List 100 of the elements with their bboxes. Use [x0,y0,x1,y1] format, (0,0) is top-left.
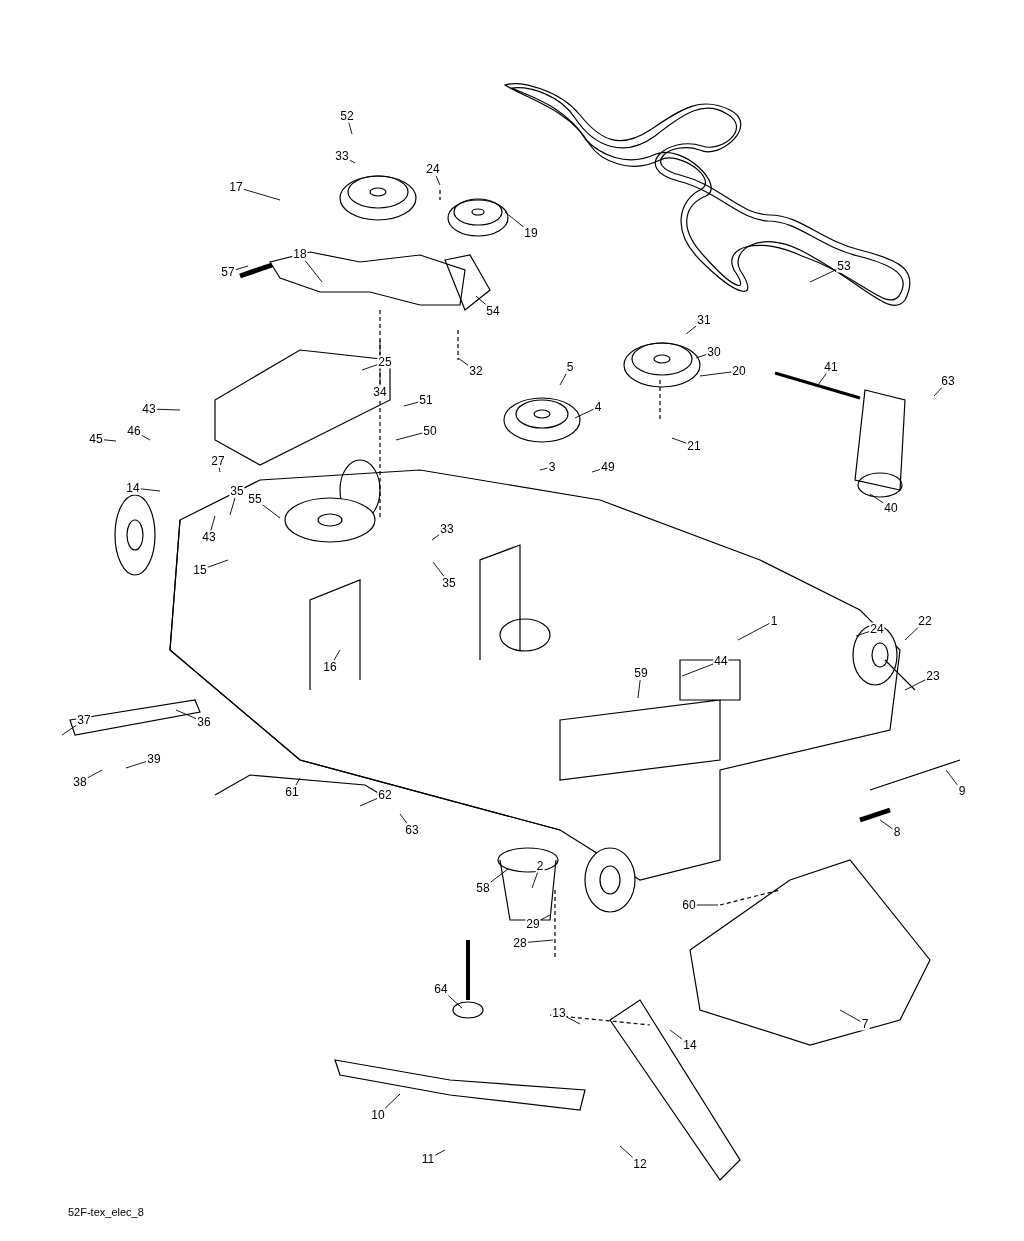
callout-number: 51 [418,393,434,407]
leader-line [566,1016,581,1025]
leader-line [61,724,77,736]
callout-number: 24 [869,622,885,636]
leader-line [559,373,567,386]
leader-line [359,797,378,807]
leader-line [141,434,151,441]
leader-line [695,354,707,359]
leader-line [295,777,301,786]
leader-line [531,872,539,889]
callout-number: 29 [525,917,541,931]
leader-line [103,439,117,442]
leader-line [431,534,440,541]
callout-number: 25 [377,355,393,369]
callout-number: 1 [769,614,779,628]
callout-number: 13 [551,1006,567,1020]
leader-line [669,1029,683,1040]
leader-line [591,468,601,473]
callout-number: 27 [210,454,226,468]
callout-number: 4 [593,400,603,414]
callout-number: 21 [686,439,702,453]
callout-number: 16 [322,660,338,674]
callout-number: 35 [229,484,245,498]
callout-number: 57 [220,265,236,279]
leader-line [434,1149,446,1156]
leader-line [527,939,554,943]
callout-number: 49 [600,460,616,474]
callout-number: 35 [441,576,457,590]
callout-number: 38 [72,775,88,789]
callout-number: 28 [512,936,528,950]
leader-line [235,265,249,271]
callout-number: 45 [88,432,104,446]
callout-number: 10 [370,1108,386,1122]
callout-number: 63 [940,374,956,388]
leader-line [619,1145,634,1158]
leader-line [432,561,445,577]
callout-number: 43 [141,402,157,416]
leader-line [869,493,884,504]
callout-number: 9 [957,784,967,798]
callout-number: 59 [633,666,649,680]
callout-number: 34 [372,385,388,399]
leader-line [671,437,687,444]
callout-number: 52 [339,109,355,123]
callout-number: 44 [713,654,729,668]
callout-number: 23 [925,669,941,683]
callout-number: 58 [475,881,491,895]
callout-number: 33 [439,522,455,536]
leader-line [504,211,524,228]
leader-line [333,649,341,661]
leader-line [229,497,236,516]
callout-number: 41 [823,360,839,374]
callout-number: 5 [565,360,575,374]
leader-line [210,515,216,531]
leader-line [539,467,549,471]
callout-number: 15 [192,563,208,577]
leader-line [839,1009,862,1023]
leader-line [304,260,323,283]
leader-line [175,709,197,720]
leader-line [737,622,771,641]
callout-number: 50 [422,424,438,438]
callout-number: 61 [284,785,300,799]
callout-number: 39 [146,752,162,766]
leader-line [262,504,281,519]
callout-number: 43 [201,530,217,544]
leader-line [904,679,926,691]
callout-number: 22 [917,614,933,628]
callout-number: 24 [425,162,441,176]
leader-line [696,904,719,906]
leader-line [637,679,641,699]
callout-number: 11 [420,1152,436,1166]
leader-line [435,175,441,186]
leader-line [125,761,147,769]
callout-number: 40 [883,501,899,515]
callout-number: 12 [632,1157,648,1171]
leader-line [243,188,281,201]
callout-number: 53 [836,259,852,273]
callout-number: 19 [523,226,539,240]
callout-number: 31 [696,313,712,327]
callout-number: 33 [334,149,350,163]
callout-number: 62 [377,788,393,802]
callout-number: 36 [196,715,212,729]
leader-line [403,401,419,407]
leader-line [399,813,408,824]
callout-number: 63 [404,823,420,837]
callout-number: 14 [682,1038,698,1052]
callout-number: 37 [76,713,92,727]
leader-line [156,408,181,411]
leader-line [361,364,378,371]
callout-number: 55 [247,492,263,506]
leader-line [904,627,919,641]
leader-line [685,325,697,335]
callout-number: 46 [126,424,142,438]
leader-line [457,357,469,366]
leader-line [540,914,551,921]
leader-line [933,387,943,397]
leader-line [348,122,353,135]
callout-number: 30 [706,345,722,359]
leader-line [218,467,221,473]
leader-line [140,488,161,492]
leader-line [574,408,595,419]
